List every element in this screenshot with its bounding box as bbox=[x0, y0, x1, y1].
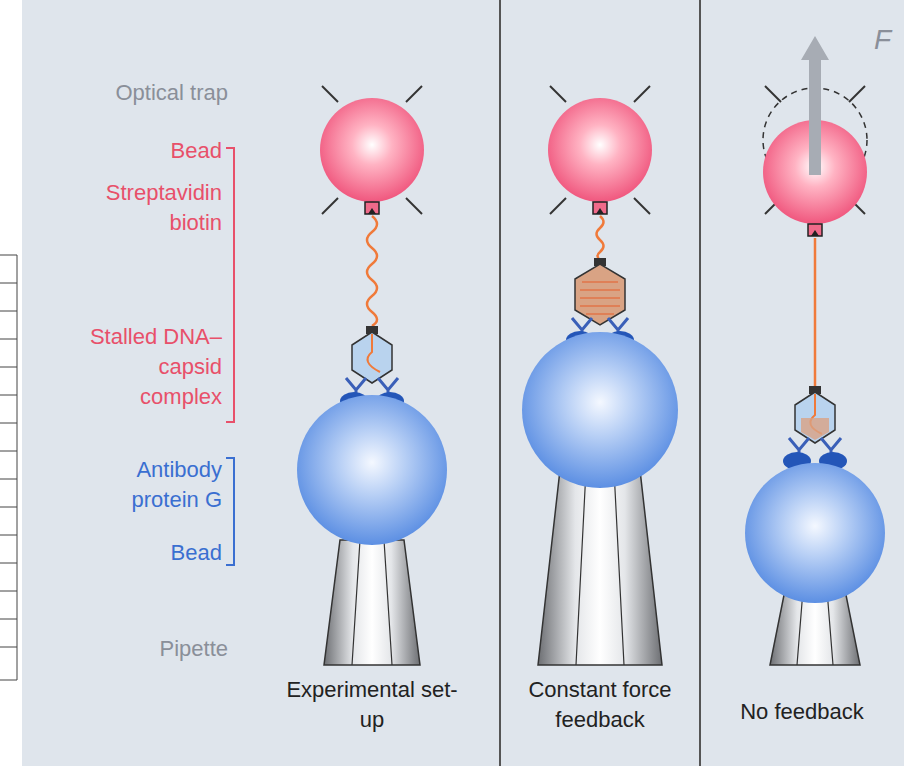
pipette-bead bbox=[745, 463, 885, 603]
force-symbol: F bbox=[874, 24, 900, 56]
stretched-dna bbox=[814, 238, 817, 390]
trapped-bead bbox=[548, 98, 652, 202]
dna-strand bbox=[597, 216, 604, 260]
part-label: Bead bbox=[82, 136, 222, 166]
streptavidin-biotin bbox=[808, 224, 822, 236]
capsid bbox=[352, 332, 392, 383]
panel-ground bbox=[22, 0, 904, 766]
capsid bbox=[795, 392, 835, 443]
panel-caption: Constant force feedback bbox=[513, 675, 688, 735]
part-label: Pipette bbox=[28, 634, 228, 664]
streptavidin-biotin bbox=[593, 202, 607, 214]
blue-bracket bbox=[226, 458, 234, 565]
no-feedback-panel-figure bbox=[745, 36, 885, 665]
pipette-bead bbox=[297, 395, 447, 545]
part-label: Bead bbox=[82, 538, 222, 568]
part-label: Stalled DNA–capsid complex bbox=[82, 322, 222, 412]
pipette-bead bbox=[522, 332, 678, 488]
panel-divider bbox=[499, 0, 501, 766]
trapped-bead bbox=[320, 98, 424, 202]
part-label: Antibody protein G bbox=[82, 455, 222, 515]
panel-caption: No feedback bbox=[707, 697, 897, 727]
red-bracket bbox=[226, 148, 234, 422]
filled-capsid bbox=[575, 264, 625, 325]
streptavidin-biotin bbox=[365, 202, 379, 214]
part-label: Optical trap bbox=[28, 78, 228, 108]
constant-force-panel-figure bbox=[522, 86, 678, 665]
panel-divider bbox=[699, 0, 701, 766]
force-arrow bbox=[801, 36, 829, 175]
table-fragment bbox=[0, 255, 17, 680]
dna-strand bbox=[367, 216, 377, 326]
setup-panel-figure bbox=[297, 86, 447, 665]
part-label: Streptavidin biotin bbox=[82, 178, 222, 238]
panel-caption: Experimental set-up bbox=[285, 675, 460, 735]
pipette bbox=[324, 540, 420, 665]
pipette bbox=[538, 470, 662, 665]
